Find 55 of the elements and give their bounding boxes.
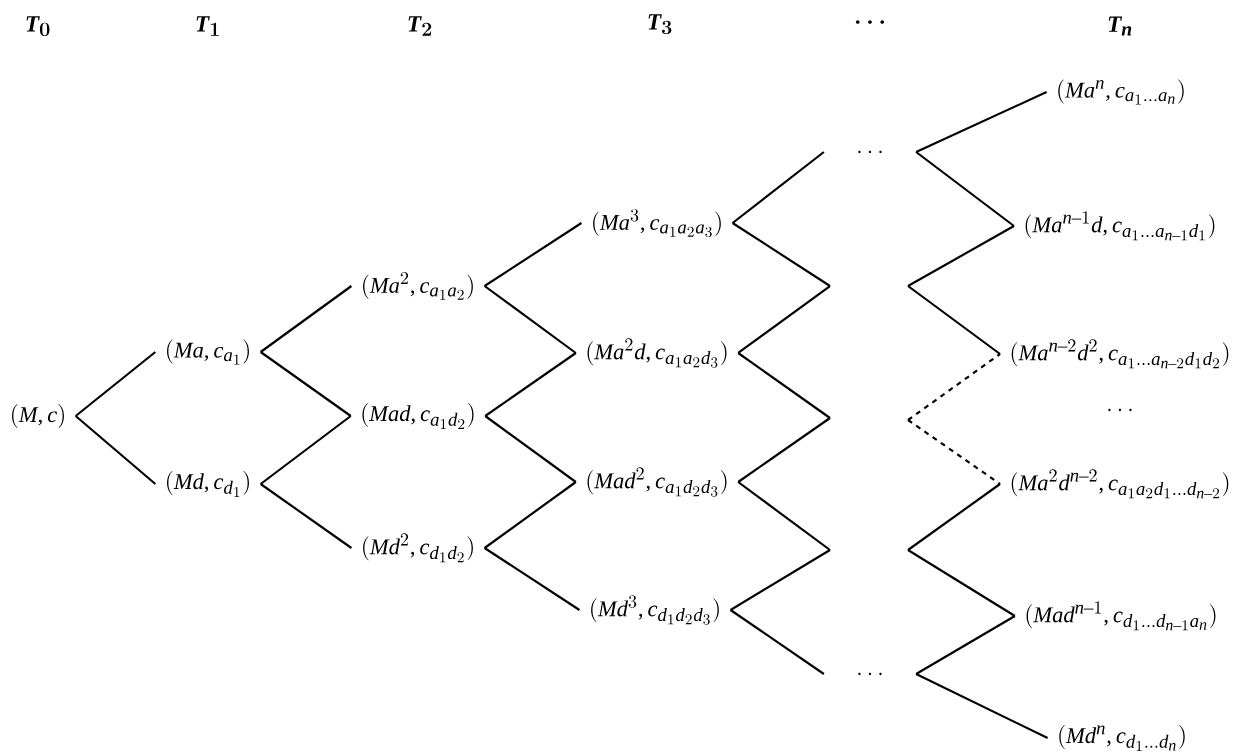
branch-line [731,222,831,287]
branch-line [915,673,1049,739]
state-label: $\ldots$ [858,672,882,676]
state-label: $(Mad, c_{a_1d_2})$ [362,402,474,430]
branch-line [907,549,1016,617]
branch-line [260,351,352,417]
branch-line [484,222,583,287]
state-label: $(Mad^{2}, c_{a_1d_2d_3})$ [587,467,727,497]
branch-line [737,285,831,354]
branch-line [915,151,1015,227]
branch-line [907,225,1015,287]
state-label: $(Mad^{n-1}, c_{d_1\ldots d_{n-1}a_n})$ [1026,601,1216,631]
branch-line [737,352,831,419]
branch-line [730,549,831,611]
branch-line [737,417,831,483]
branch-line [484,415,577,483]
column-header: $T_{1}$ [196,16,219,36]
state-label: $(Ma^{2}, c_{a_1a_2})$ [363,271,473,300]
branch-line [75,351,157,417]
branch-line [915,91,1048,153]
column-header: $T_{n}$ [1108,16,1132,36]
branch-line [907,353,1001,421]
state-label: $(Md^{2}, c_{d_1d_2})$ [363,533,473,563]
branch-line [731,151,825,224]
branch-line [483,285,577,354]
state-label: $(Ma, c_{a_1})$ [167,339,249,365]
state-label: $\ldots$ [858,150,882,154]
branch-line [484,352,577,417]
branch-line [484,547,581,611]
branch-line [260,483,353,549]
state-label: $(Ma^{n}, c_{a_1\ldots a_n})$ [1058,79,1184,105]
state-label: $(M, c)$ [12,404,64,428]
column-header: $T_{3}$ [648,14,672,35]
state-label: $(Ma^{3}, c_{a_1a_2a_3})$ [593,208,721,238]
branch-line [915,615,1016,675]
state-label: $(Ma^{2}d^{n-2}, c_{a_1a_2d_1\ldots d_{n-2}})$ [1011,469,1229,499]
state-label: $(Md^{3}, c_{d_1d_2d_3})$ [591,595,719,625]
branch-line [483,481,577,549]
column-header: $T_{2}$ [408,16,432,36]
state-label: $(Ma^{2}d, c_{a_1a_2d_3})$ [587,338,727,368]
state-label: $(Ma^{n-2}d^{2}, c_{a_1\ldots a_{n-2}d_1d_2})$ [1011,339,1229,369]
state-label: $(Md^{n}, c_{d_1\ldots d_n})$ [1059,724,1185,752]
branch-line [907,419,1001,485]
column-header: $T_{0}$ [26,16,50,37]
branch-line [260,415,352,485]
branch-line [907,285,1001,355]
branch-line [737,481,831,551]
column-header: $\ldots$ [855,20,885,24]
state-label: $(Md, c_{d_1})$ [167,470,249,498]
branch-line [907,483,1001,551]
state-label: $(Ma^{n-1}d, c_{a_1\ldots a_{n-1}d_1})$ [1025,211,1215,241]
branch-line [729,609,825,675]
branch-line [260,285,353,353]
branch-line [74,415,157,485]
ellipsis-label: $\ldots$ [1108,408,1132,412]
